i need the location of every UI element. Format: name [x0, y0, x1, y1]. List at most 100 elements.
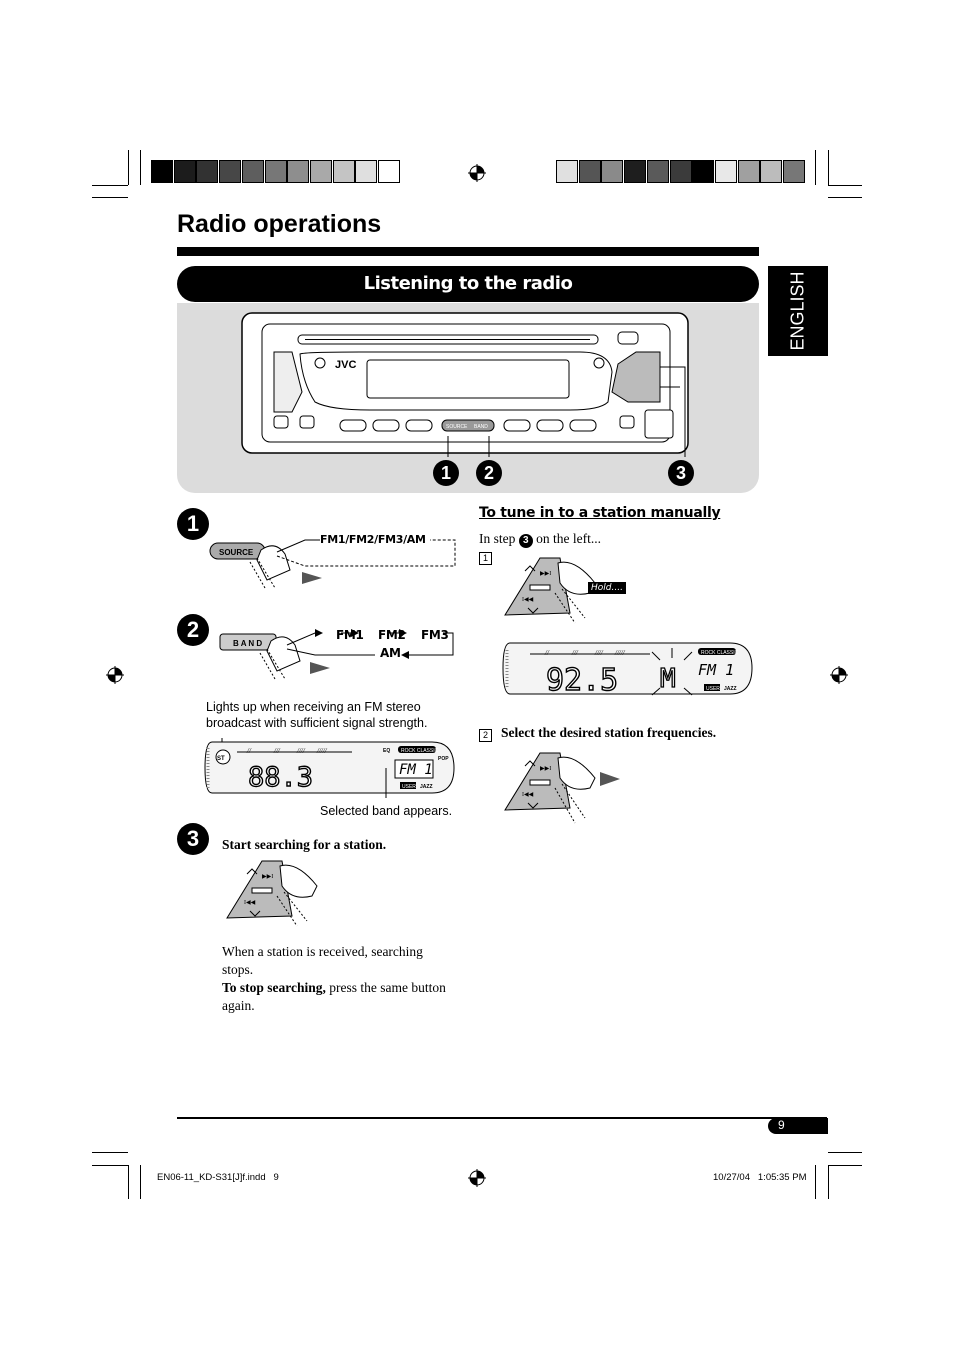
svg-text://///: ///// — [316, 747, 328, 755]
radio-display-manual: // /// //// ///// ROCK CLASSIC 92.5 M FM… — [502, 642, 753, 698]
car-receiver-illustration: JVC SOURCE BAND — [241, 312, 689, 457]
registration-mark-icon — [468, 164, 486, 182]
crop-mark — [140, 150, 141, 185]
svg-text:USER: USER — [706, 686, 720, 692]
svg-text:///: /// — [273, 747, 281, 755]
footer-timestamp: 10/27/04 1:05:35 PM — [713, 1172, 807, 1183]
crop-mark — [828, 150, 829, 185]
display1-pop: POP — [438, 756, 449, 762]
display1-rock: ROCK CLASSIC — [401, 748, 439, 754]
color-swatch — [287, 160, 310, 183]
color-swatch — [173, 160, 196, 183]
display1-eq: EQ — [383, 748, 390, 754]
step1-button-label: SOURCE — [219, 548, 254, 557]
display2-band: FM 1 — [698, 661, 734, 679]
color-swatch — [737, 160, 760, 183]
crop-mark — [92, 1165, 128, 1166]
color-swatch — [624, 160, 647, 183]
color-swatch — [578, 160, 601, 183]
callout-2: 2 — [476, 460, 502, 486]
step2-fm3: FM3 — [421, 628, 449, 642]
display2-frequency: 92.5 — [546, 663, 618, 698]
color-swatch — [151, 160, 173, 183]
svg-text://///: ///// — [614, 649, 626, 657]
svg-text:I◀◀: I◀◀ — [244, 900, 256, 906]
color-swatch — [760, 160, 783, 183]
crop-mark — [828, 1165, 862, 1166]
color-swatch — [196, 160, 219, 183]
registration-mark-icon — [106, 666, 124, 684]
crop-mark — [828, 197, 862, 198]
display1-st: ST — [217, 756, 225, 762]
footer-file: EN06-11_KD-S31[J]f.indd 9 — [157, 1172, 279, 1183]
svg-text:////: //// — [296, 747, 306, 755]
step3-para2-rest: press the same button again. — [222, 980, 446, 1013]
color-swatch — [692, 160, 715, 183]
page-number: 9 — [778, 1118, 785, 1132]
color-swatch — [646, 160, 669, 183]
crop-mark — [815, 150, 816, 185]
color-swatch — [601, 160, 624, 183]
crop-mark — [92, 197, 128, 198]
step3-heading: Start searching for a station. — [222, 837, 387, 852]
step2-am: AM — [380, 646, 401, 660]
section-banner: Listening to the radio — [177, 266, 759, 302]
seek-button-hold-illustration: ▶▶I I◀◀ — [504, 557, 596, 624]
svg-text:ROCK CLASSIC: ROCK CLASSIC — [701, 650, 739, 656]
step2-button-label: B A N D — [233, 639, 262, 648]
callout-3: 3 — [668, 460, 694, 486]
color-swatch — [556, 160, 578, 183]
display1-jazz: JAZZ — [420, 784, 433, 790]
footer-rule — [177, 1117, 827, 1119]
crop-mark — [128, 1165, 129, 1199]
color-swatch — [332, 160, 355, 183]
step1-sequence: FM1/FM2/FM3/AM — [320, 533, 426, 546]
page-title: Radio operations — [177, 210, 382, 238]
substep-2-number: 2 — [479, 728, 492, 742]
substep-1-number: 1 — [479, 551, 492, 565]
registration-mark-icon — [468, 1169, 486, 1187]
step3-para2-bold: To stop searching, — [222, 980, 326, 995]
color-swatch — [264, 160, 287, 183]
svg-text:▶▶I: ▶▶I — [540, 766, 551, 772]
callout-1: 1 — [433, 460, 459, 486]
color-swatch — [219, 160, 242, 183]
unit-band-key: BAND — [474, 424, 488, 430]
svg-text://: // — [246, 747, 252, 755]
color-swatch — [241, 160, 264, 183]
manual-intro-ref: 3 — [518, 534, 533, 548]
crop-mark — [828, 1152, 862, 1153]
seek-button-illustration: ▶▶I I◀◀ — [226, 860, 318, 927]
step3-para2: To stop searching, press the same button… — [222, 979, 452, 1015]
color-swatch — [783, 160, 805, 183]
display1-band: FM 1 — [399, 762, 433, 778]
svg-text:JAZZ: JAZZ — [724, 686, 737, 692]
registration-mark-icon — [830, 666, 848, 684]
crop-mark — [815, 1165, 816, 1199]
manual-intro-after: on the left... — [536, 531, 601, 546]
color-swatch — [309, 160, 332, 183]
step2-fm2: FM2 — [378, 628, 406, 642]
step-1-number: 1 — [177, 508, 209, 540]
svg-text:I◀◀: I◀◀ — [522, 597, 534, 603]
manual-intro-before: In step — [479, 531, 516, 546]
display1-frequency: 88.3 — [248, 762, 313, 793]
svg-text:▶▶I: ▶▶I — [540, 571, 551, 577]
svg-text:I◀◀: I◀◀ — [522, 792, 534, 798]
crop-mark — [828, 1165, 829, 1199]
step2-fm1: FM1 — [336, 628, 364, 642]
color-swatch — [714, 160, 737, 183]
manual-intro: In step 3 on the left... — [479, 530, 601, 548]
title-rule — [177, 247, 759, 256]
source-button-illustration: SOURCE — [209, 539, 456, 589]
color-swatch — [669, 160, 692, 183]
manual-heading: To tune in to a station manually — [479, 505, 721, 521]
seek-button-press-illustration: ▶▶I I◀◀ — [504, 752, 620, 824]
band-appears-note: Selected band appears. — [320, 804, 453, 818]
page-number-tab: 9 — [768, 1118, 828, 1134]
display1-user: USER — [402, 784, 416, 790]
language-tab: ENGLISH — [768, 266, 828, 356]
band-button-illustration: B A N D — [219, 629, 454, 680]
step-3-number: 3 — [177, 823, 209, 855]
svg-text:▶▶I: ▶▶I — [262, 874, 273, 880]
